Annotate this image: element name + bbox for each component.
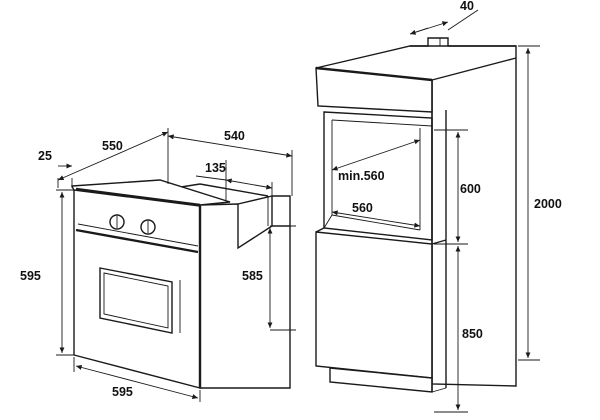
right-knob-icon bbox=[140, 219, 156, 235]
left-knob-icon bbox=[109, 214, 125, 230]
dim-body-depth: 540 bbox=[224, 129, 245, 143]
dim-niche-height: 600 bbox=[460, 182, 481, 196]
dim-top-gap: 40 bbox=[460, 0, 474, 13]
dim-body-height: 585 bbox=[242, 269, 263, 283]
oven-front-panel bbox=[73, 189, 202, 389]
dim-niche-min-depth: min.560 bbox=[338, 169, 385, 183]
oven-drawing bbox=[70, 179, 291, 389]
cabinet-drawing bbox=[315, 37, 517, 393]
dim-front-width: 595 bbox=[112, 385, 133, 399]
dim-total-depth: 550 bbox=[102, 139, 123, 153]
dim-niche-width: 560 bbox=[352, 201, 373, 215]
dim-lower-height: 850 bbox=[462, 327, 483, 341]
dim-front-panel-depth: 25 bbox=[38, 149, 52, 163]
dim-top-step: 135 bbox=[205, 161, 226, 175]
oven-window bbox=[99, 267, 173, 334]
cabinet-dimensions: 40 min.560 560 600 850 2000 bbox=[331, 0, 562, 413]
dim-550-line bbox=[57, 131, 169, 181]
dim-total-height: 2000 bbox=[534, 197, 562, 211]
dim-front-height: 595 bbox=[20, 269, 41, 283]
oven-dimensions: 550 25 540 135 595 585 595 bbox=[20, 128, 296, 402]
dim-595-width-line bbox=[75, 365, 199, 399]
dim-540-line bbox=[167, 134, 293, 158]
cabinet-lower bbox=[315, 227, 447, 393]
